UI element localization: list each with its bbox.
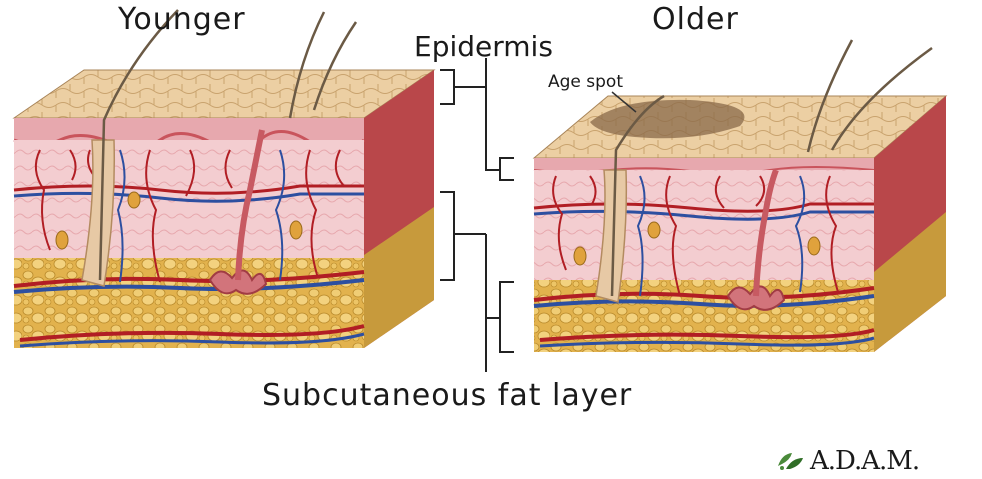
younger-label: Younger (118, 2, 246, 37)
leaf-icon (776, 450, 806, 472)
older-fat-layer (534, 280, 874, 352)
older-dermis (534, 170, 874, 280)
logo-text: A.D.A.M. (810, 446, 919, 476)
adam-logo: A.D.A.M. (776, 446, 919, 476)
older-label: Older (652, 2, 739, 37)
age-spot-label: Age spot (548, 72, 623, 92)
subcutaneous-fat-label: Subcutaneous fat layer (262, 378, 632, 413)
epidermis-label: Epidermis (414, 30, 553, 63)
fat-layer-bracket (440, 192, 514, 372)
younger-epidermis-top (14, 70, 434, 118)
epidermis-bracket (440, 58, 514, 180)
younger-skin-block (14, 10, 434, 348)
